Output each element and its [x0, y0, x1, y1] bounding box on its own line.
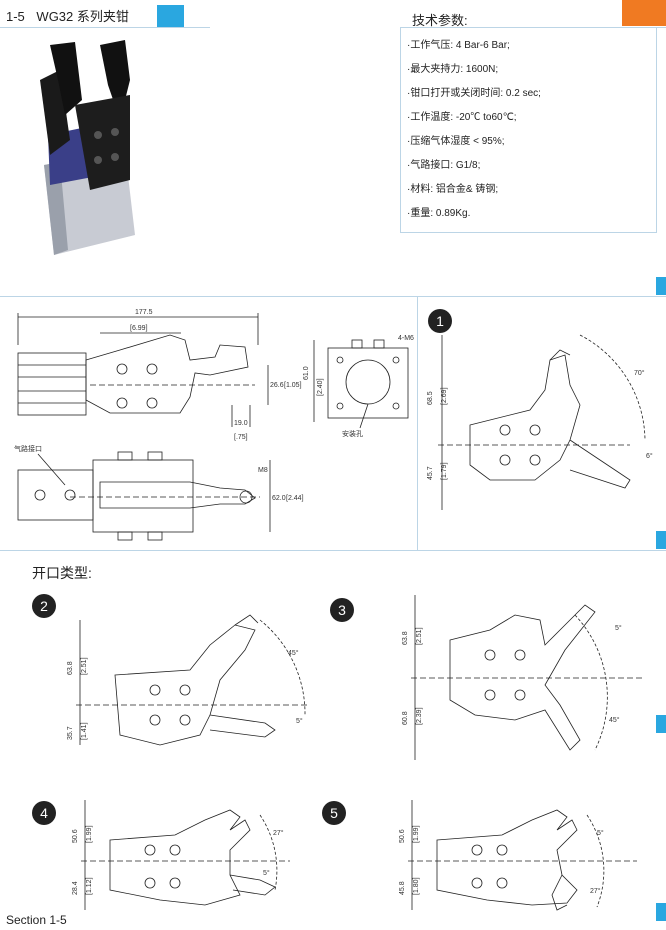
dim-upper: 63.8: [67, 661, 74, 675]
variant-number: 4: [32, 801, 56, 825]
variant-number: 2: [32, 594, 56, 618]
dim-upper-in: [2.69]: [441, 387, 448, 405]
dim-width-bottom: 62.0: [272, 495, 286, 502]
variant-5-drawing: 50.6 [1.99] 45.8 [1.80] 5° 27°: [399, 800, 637, 911]
spec-item: ·工作温度: -20℃ to60℃;: [407, 112, 517, 123]
angle-a: 5°: [615, 624, 622, 632]
variant-3-drawing: 63.8 [2.51] 60.8 [2.39] 5° 45°: [402, 595, 645, 760]
product-title: WG32 系列夹钳: [36, 9, 129, 24]
dim-upper: 50.6: [72, 829, 79, 843]
dim-upper-in: [1.99]: [413, 825, 420, 843]
angle-a: 45°: [288, 649, 299, 657]
dim-lower-in: [1.41]: [81, 722, 88, 740]
variant-4-drawing: 50.6 [1.99] 28.4 [1.12] 27° 5°: [72, 800, 290, 910]
dim-height-in: [1.05]: [284, 382, 302, 389]
dim-lower-in: [2.39]: [416, 707, 423, 725]
variant-number: 5: [322, 801, 346, 825]
variant-number: 1: [428, 309, 452, 333]
angle-b: 5°: [296, 717, 303, 725]
dim-end-height: 61.0: [303, 366, 310, 380]
dim-width-bottom-in: [2.44]: [286, 495, 304, 502]
dim-lower: 45.8: [399, 881, 406, 895]
dim-offset: 19.0: [234, 420, 248, 427]
specs-box: ·工作气压: 4 Bar-6 Bar; ·最大夹持力: 1600N; ·钳口打开…: [400, 27, 657, 233]
spec-item: ·压缩气体湿度 < 95%;: [407, 136, 505, 147]
side-tab: [656, 277, 666, 295]
section-header: 1-5 WG32 系列夹钳: [6, 6, 137, 25]
angle-a: 70°: [634, 369, 645, 377]
dim-end-height-in: [2.40]: [317, 378, 324, 396]
dim-upper: 68.5: [427, 391, 434, 405]
dim-upper: 63.8: [402, 631, 409, 645]
angle-b: 45°: [609, 716, 620, 724]
section-divider-v: [417, 296, 418, 550]
product-photo: [40, 40, 135, 255]
side-tab: [656, 531, 666, 549]
section-label: 开口类型:: [32, 565, 92, 581]
spec-item: ·气路接口: G1/8;: [407, 160, 481, 171]
dim-lower-in: [1.79]: [441, 462, 448, 480]
angle-a: 27°: [273, 829, 284, 837]
port-label: 气路接口: [14, 444, 42, 453]
mount-label: 安装孔: [342, 429, 363, 438]
dim-lower: 28.4: [72, 881, 79, 895]
dim-overall-length-in: [6.99]: [130, 325, 148, 332]
spec-item: ·最大夹持力: 1600N;: [407, 64, 499, 75]
side-tab: [656, 715, 666, 733]
section-divider: [0, 296, 666, 297]
dim-lower: 35.7: [67, 726, 74, 740]
orange-marker: [622, 0, 666, 26]
specs-title: 技术参数:: [412, 13, 468, 28]
dim-height: 26.6: [270, 382, 284, 389]
angle-b: 6°: [646, 452, 653, 460]
dim-lower: 45.7: [427, 466, 434, 480]
dim-lower-in: [1.12]: [86, 877, 93, 895]
spec-item: ·重量: 0.89Kg.: [407, 208, 471, 219]
drawing-end-view: 61.0 [2.40] 4-M6 安装孔: [303, 335, 414, 438]
dim-overall-length: 177.5: [135, 309, 153, 316]
spec-item: ·钳口打开或关闭时间: 0.2 sec;: [407, 88, 541, 99]
thread-label: M8: [258, 467, 268, 474]
dim-upper-in: [1.99]: [86, 825, 93, 843]
dim-lower: 60.8: [402, 711, 409, 725]
header-divider: [0, 27, 210, 28]
dim-lower-in: [1.80]: [413, 877, 420, 895]
blue-marker: [157, 5, 184, 27]
variant-2-drawing: 63.8 [2.51] 35.7 [1.41] 45° 5°: [67, 614, 310, 746]
spec-item: ·材料: 铝合金& 铸钢;: [407, 184, 499, 195]
side-tab: [656, 903, 666, 921]
dim-offset-in: [.75]: [234, 434, 248, 441]
variant-number: 3: [330, 598, 354, 622]
holes-label: 4-M6: [398, 335, 414, 342]
spec-item: ·工作气压: 4 Bar-6 Bar;: [407, 40, 510, 51]
section-code: 1-5: [6, 9, 25, 24]
dim-upper-in: [2.51]: [416, 627, 423, 645]
footer-section: Section 1-5: [6, 913, 67, 927]
drawing-top-view: 气路接口 M8 62.0 [2.44]: [14, 444, 304, 541]
dim-upper-in: [2.51]: [81, 657, 88, 675]
angle-b: 27°: [590, 887, 601, 895]
drawing-side-view: 177.5 [6.99] 26.6 [1.05] 19.0 [.75]: [17, 309, 302, 441]
angle-a: 5°: [597, 829, 604, 837]
section-divider: [0, 550, 666, 551]
variant-1-drawing: 68.5 [2.69] 45.7 [1.79] 70° 6°: [427, 334, 653, 510]
dim-upper: 50.6: [399, 829, 406, 843]
angle-b: 5°: [263, 869, 270, 877]
